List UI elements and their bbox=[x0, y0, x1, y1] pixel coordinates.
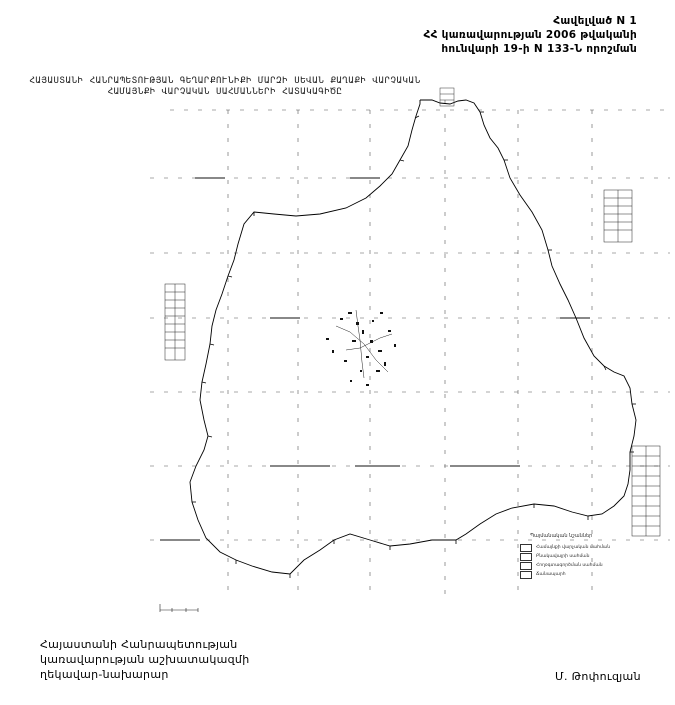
boundary-markers bbox=[192, 111, 636, 578]
legend-item: Բնակավայրի սահման bbox=[520, 552, 630, 561]
legend-symbol-icon bbox=[520, 570, 532, 579]
signatory-name: Մ. Թոփուզյան bbox=[555, 670, 641, 683]
annex-line-2: ՀՀ կառավարության 2006 թվականի bbox=[423, 29, 637, 41]
annex-line-1: Հավելված N 1 bbox=[553, 15, 637, 27]
legend-title: Պայմանական նշաններ bbox=[530, 533, 593, 539]
legend-label: Հողօգտագործման սահման bbox=[536, 563, 603, 568]
right-lower-coordinate-table bbox=[631, 445, 661, 537]
legend-symbol-icon bbox=[520, 543, 532, 552]
map-title-line-1: ՀԱՅԱՍՏԱՆԻ ՀԱՆՐԱՊԵՏՈՒԹՅԱՆ ԳԵՂԱՐՔՈՒՆԻՔԻ ՄԱ… bbox=[29, 76, 421, 86]
legend-label: Համայնքի վարչական սահման bbox=[536, 545, 611, 550]
community-boundary bbox=[189, 99, 637, 575]
legend-symbol-icon bbox=[520, 561, 532, 570]
map-title-line-2: ՀԱՄԱՅՆՔԻ ՎԱՐՉԱԿԱՆ ՍԱՀՄԱՆՆԵՐԻ ՀԱՏԱԿԱԳԻԾԸ bbox=[107, 87, 343, 97]
settlement-cluster bbox=[326, 312, 396, 386]
signature-block-left: Հայաստանի Հանրապետության կառավարության ա… bbox=[40, 637, 249, 682]
signature-left-line-3: ղեկավար-նախարար bbox=[40, 668, 169, 681]
map-grid bbox=[150, 100, 670, 600]
settlement-streets bbox=[335, 309, 393, 379]
right-upper-coordinate-table bbox=[603, 189, 633, 243]
legend-item: Ճանապարհ bbox=[520, 570, 630, 579]
map-grid-solid bbox=[160, 177, 590, 541]
annex-header: Հավելված N 1 ՀՀ կառավարության 2006 թվակա… bbox=[423, 14, 637, 56]
legend-item: Համայնքի վարչական սահման bbox=[520, 543, 630, 552]
map-title: ՀԱՅԱՍՏԱՆԻ ՀԱՆՐԱՊԵՏՈՒԹՅԱՆ ԳԵՂԱՐՔՈՒՆԻՔԻ ՄԱ… bbox=[0, 76, 450, 98]
annex-line-3: հունվարի 19-ի N 133-Ն որոշման bbox=[441, 43, 637, 55]
legend-item: Հողօգտագործման սահման bbox=[520, 561, 630, 570]
legend-symbol-icon bbox=[520, 552, 532, 561]
peak-coordinate-table bbox=[439, 87, 455, 107]
signature-left-line-2: կառավարության աշխատակազմի bbox=[40, 653, 250, 666]
map-legend: Պայմանական նշաններ Համայնքի վարչական սահ… bbox=[520, 534, 630, 579]
left-coordinate-table bbox=[164, 283, 186, 361]
legend-label: Ճանապարհ bbox=[536, 572, 566, 577]
scale-bar bbox=[159, 604, 199, 612]
legend-label: Բնակավայրի սահման bbox=[536, 554, 590, 559]
signature-left-line-1: Հայաստանի Հանրապետության bbox=[40, 638, 238, 651]
